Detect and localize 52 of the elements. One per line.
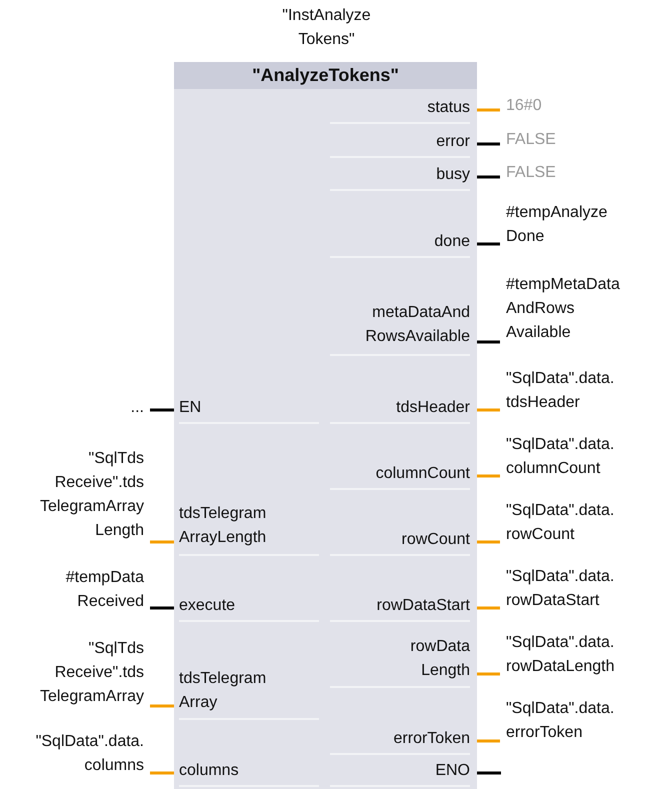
connector-line — [477, 142, 500, 146]
pin-label: status — [427, 99, 470, 116]
pin-label: EN — [179, 399, 202, 416]
connector-line — [477, 606, 500, 610]
variable-label: "SqlData".data. rowDataStart — [506, 568, 614, 609]
variable-label: ... — [130, 399, 144, 416]
connector-line — [477, 108, 500, 112]
variable-label: #tempMetaData AndRows Available — [506, 276, 620, 341]
connector-line — [477, 408, 500, 412]
variable-label: "SqlData".data. rowCount — [506, 502, 614, 543]
connector-line — [477, 340, 500, 344]
pin-label: columnCount — [376, 465, 470, 482]
value-label: 16#0 — [506, 97, 542, 114]
connector-line — [150, 540, 174, 544]
pin-label: busy — [436, 166, 470, 183]
instance-name: "InstAnalyze Tokens" — [281, 6, 372, 50]
variable-label: "SqlData".data. tdsHeader — [506, 370, 614, 411]
connector-line — [477, 672, 500, 676]
variable-label: #tempAnalyze Done — [506, 204, 608, 245]
connector-line — [477, 474, 500, 478]
variable-label: "SqlTds Receive".tds TelegramArray — [40, 640, 144, 705]
connector-line — [150, 408, 174, 412]
block-title: "AnalyzeTokens" — [174, 62, 477, 89]
pin-label: ENO — [435, 762, 470, 779]
variable-label: "SqlData".data. rowDataLength — [506, 634, 615, 675]
variable-label: "SqlData".data. errorToken — [506, 700, 614, 741]
connector-line — [477, 540, 500, 544]
pin-label: tdsTelegram ArrayLength — [179, 505, 266, 546]
pin-label: rowData Length — [410, 638, 470, 679]
value-label: FALSE — [506, 164, 556, 181]
pin-label: metaDataAnd RowsAvailable — [365, 304, 470, 345]
pin-label: rowCount — [402, 531, 470, 548]
connector-line — [477, 740, 500, 742]
pin-label: errorToken — [394, 730, 470, 747]
variable-label: #tempData Received — [66, 569, 144, 610]
connector-line — [477, 772, 501, 774]
connector-line — [150, 704, 174, 708]
connector-line — [150, 606, 174, 610]
value-label: FALSE — [506, 131, 556, 148]
pin-label: columns — [179, 762, 239, 779]
variable-label: "SqlTds Receive".tds TelegramArray Length — [40, 450, 144, 539]
connector-line — [150, 772, 174, 774]
pin-label: execute — [179, 597, 236, 614]
pin-label: tdsHeader — [396, 399, 470, 416]
variable-label: "SqlData".data. columns — [36, 733, 144, 774]
pin-label: tdsTelegram Array — [179, 670, 266, 711]
pin-label: error — [436, 133, 470, 150]
pin-label: rowDataStart — [376, 597, 470, 614]
connector-line — [477, 242, 500, 246]
variable-label: "SqlData".data. columnCount — [506, 436, 614, 477]
connector-line — [477, 176, 500, 178]
pin-label: done — [434, 233, 470, 250]
